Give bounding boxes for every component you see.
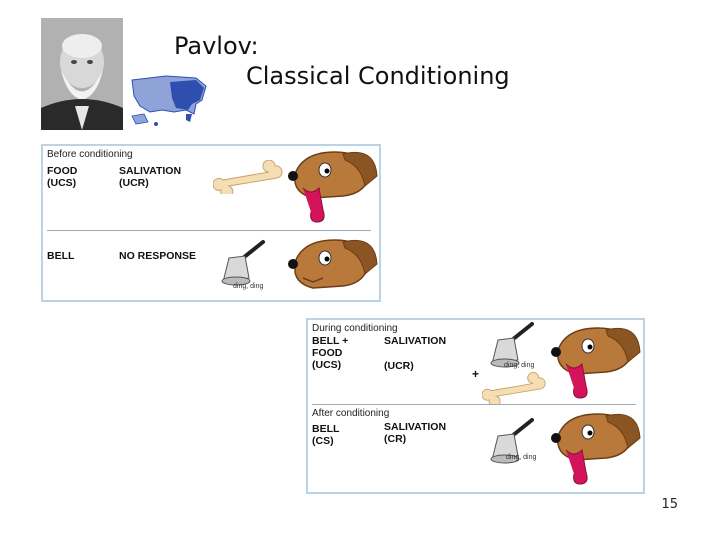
dog-salivating-icon bbox=[288, 151, 378, 223]
food-ucs-label: FOOD (UCS) bbox=[47, 165, 78, 189]
bell-sound-text: ding, ding bbox=[506, 454, 537, 461]
panel-divider bbox=[312, 404, 636, 405]
no-response-label: NO RESPONSE bbox=[119, 250, 197, 262]
us-map-image bbox=[126, 70, 212, 130]
bell-sound-text: ding, ding bbox=[504, 362, 535, 369]
plus-sign: + bbox=[472, 367, 480, 381]
bell-icon bbox=[490, 322, 534, 368]
slide-title-line1: Pavlov: bbox=[174, 32, 259, 60]
bell-sound-text: ding, ding bbox=[233, 283, 264, 290]
during-caption: During conditioning bbox=[312, 323, 398, 334]
bell-icon bbox=[490, 418, 534, 464]
bell-label: BELL bbox=[47, 250, 75, 262]
panel-divider bbox=[47, 230, 371, 231]
ucr-label: (UCR) bbox=[384, 360, 414, 372]
bell-icon bbox=[221, 240, 265, 286]
bone-icon bbox=[482, 372, 546, 404]
dog-neutral-icon bbox=[288, 239, 378, 289]
dog-salivating-icon bbox=[551, 413, 641, 485]
after-caption: After conditioning bbox=[312, 408, 390, 419]
page-number: 15 bbox=[661, 497, 678, 512]
before-conditioning-panel: Before conditioning FOOD (UCS) SALIVATIO… bbox=[41, 144, 381, 302]
bone-icon bbox=[213, 160, 283, 194]
dog-salivating-icon bbox=[551, 327, 641, 399]
salivation-label: SALIVATION bbox=[384, 335, 447, 347]
during-after-conditioning-panel: During conditioning BELL + FOOD (UCS) SA… bbox=[306, 318, 645, 494]
before-caption: Before conditioning bbox=[47, 149, 133, 160]
pavlov-portrait-image bbox=[41, 18, 123, 130]
salivation-ucr-label: SALIVATION (UCR) bbox=[119, 165, 182, 189]
slide-title-line2: Classical Conditioning bbox=[246, 62, 510, 90]
bell-cs-label: BELL (CS) bbox=[312, 423, 340, 447]
salivation-cr-label: SALIVATION (CR) bbox=[384, 421, 447, 445]
bell-food-ucs-label: BELL + FOOD (UCS) bbox=[312, 335, 349, 371]
